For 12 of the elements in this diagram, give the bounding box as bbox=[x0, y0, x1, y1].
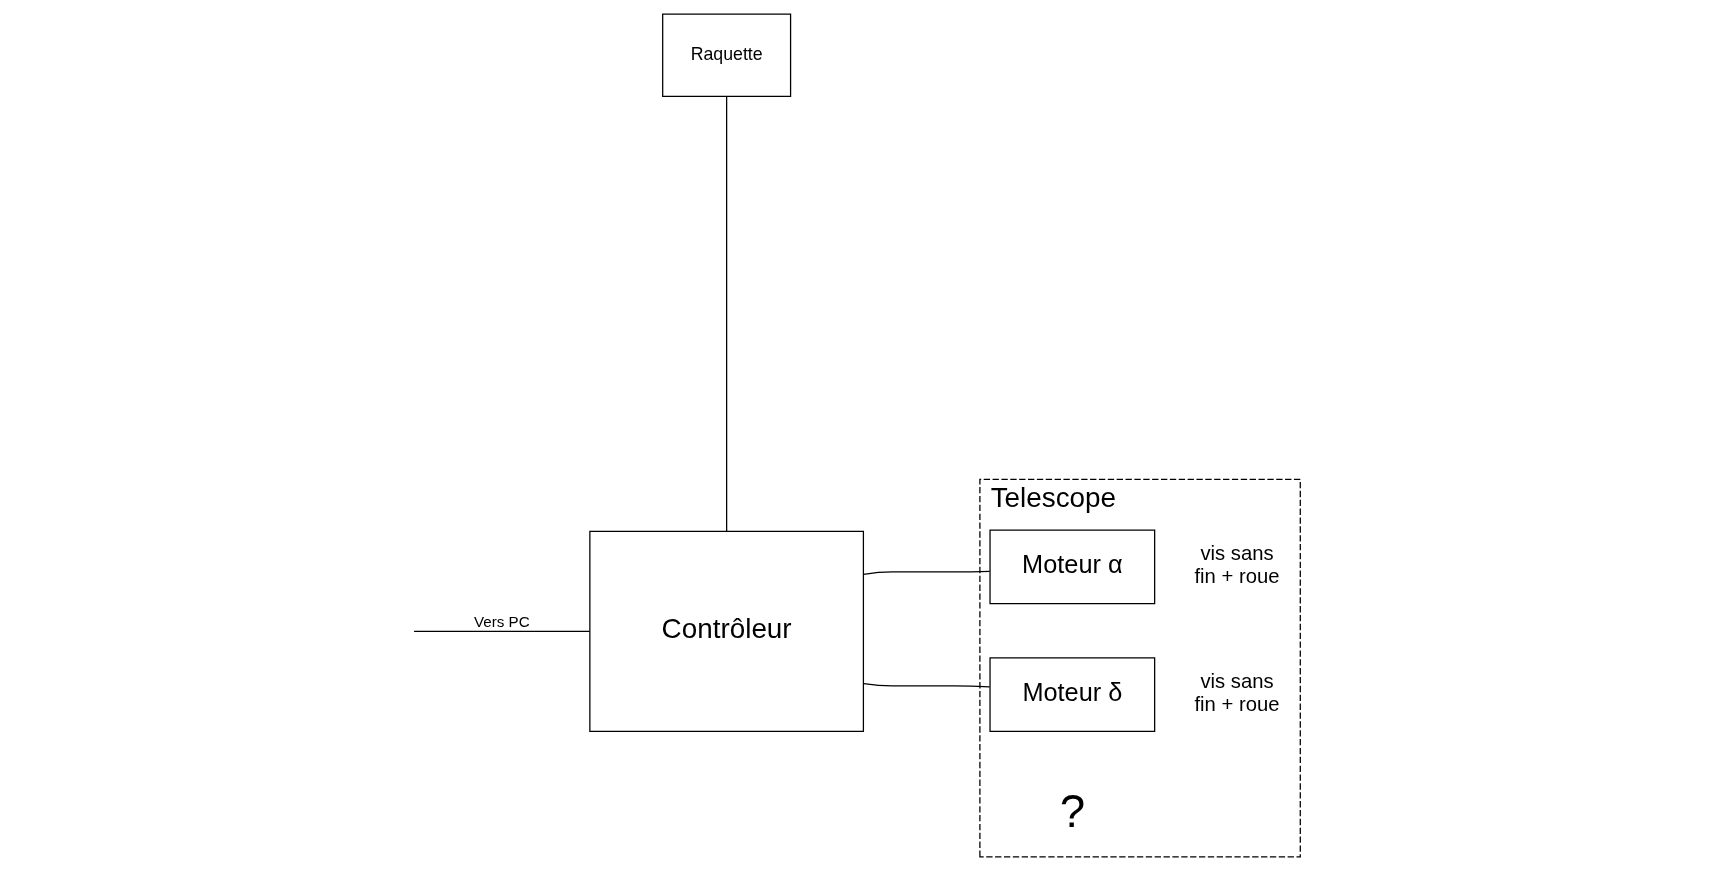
connector bbox=[862, 682, 990, 688]
node-label: vis sans fin + roue bbox=[1193, 669, 1279, 715]
node-box: Moteur δ bbox=[988, 656, 1155, 732]
node-box: Contrôleur bbox=[588, 530, 864, 732]
node-box: Moteur α bbox=[988, 528, 1155, 604]
connector bbox=[862, 570, 990, 575]
edge-label: Vers PC bbox=[473, 612, 530, 630]
node-label: vis sans fin + roue bbox=[1193, 541, 1279, 587]
node-box: Raquette bbox=[661, 12, 791, 97]
label: ? bbox=[1059, 785, 1085, 837]
connector bbox=[412, 630, 590, 632]
connector bbox=[725, 95, 727, 532]
